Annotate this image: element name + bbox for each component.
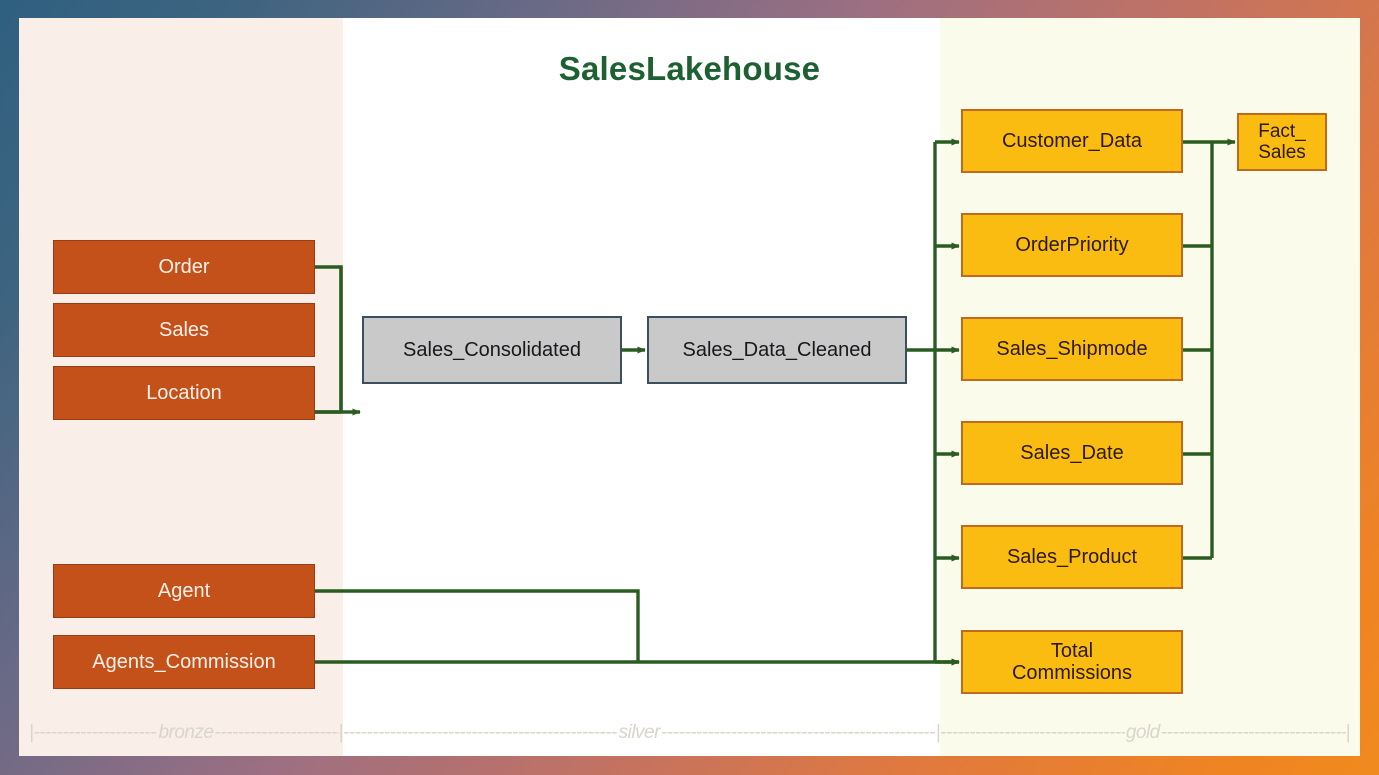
ruler-pipe-right: | (935, 722, 940, 743)
diagram-title: SalesLakehouse (558, 50, 821, 87)
node-sales[interactable]: Sales (53, 303, 315, 357)
zone-ruler-bronze: | --------------------------------------… (29, 720, 343, 746)
ruler-dash-left: ----------------------------------------… (343, 722, 618, 743)
edge-order-to-consolidated (315, 265, 343, 412)
edge-agent-to-commissions (315, 589, 640, 662)
node-agent[interactable]: Agent (53, 564, 315, 618)
node-orderpriority[interactable]: OrderPriority (961, 213, 1183, 277)
node-sales-consolidated-label: Sales_Consolidated (403, 338, 581, 361)
node-agents-commission[interactable]: Agents_Commission (53, 635, 315, 689)
node-fact-sales-label-line1: Fact_ (1258, 120, 1306, 142)
ruler-label-silver: silver (618, 722, 661, 743)
node-sales-product-label: Sales_Product (1006, 545, 1138, 568)
node-sales-consolidated[interactable]: Sales_Consolidated (362, 316, 622, 384)
node-order[interactable]: Order (53, 240, 315, 294)
node-order-label: Order (158, 255, 210, 278)
node-total-commissions[interactable]: Total Commissions (961, 630, 1183, 694)
node-fact-sales[interactable]: Fact_ Sales (1237, 113, 1327, 171)
ruler-pipe-right: | (1345, 722, 1350, 743)
ruler-dash-right: ----------------------------------------… (660, 722, 936, 743)
ruler-pipe-right: | (338, 722, 343, 743)
node-sales-date-label: Sales_Date (1020, 441, 1124, 464)
node-location[interactable]: Location (53, 366, 315, 420)
ruler-dash-right: ----------------------------------------… (1160, 722, 1346, 743)
node-customer-data-label: Customer_Data (1001, 129, 1143, 152)
zone-silver (343, 18, 940, 756)
ruler-label-gold: gold (1125, 722, 1160, 743)
node-total-commissions-label-line1: Total (1050, 639, 1094, 662)
node-customer-data[interactable]: Customer_Data (961, 109, 1183, 173)
node-total-commissions-label-line2: Commissions (1011, 662, 1133, 684)
node-agent-label: Agent (157, 579, 211, 602)
diagram-canvas: SalesLakehouse (19, 18, 1360, 756)
ruler-dash-left: ----------------------------------------… (33, 722, 157, 743)
ruler-dash-right: ----------------------------------------… (214, 722, 339, 743)
node-fact-sales-label-line2: Sales (1258, 142, 1306, 163)
ruler-pipe-left: | (29, 722, 34, 743)
connector-layer (315, 138, 1236, 666)
node-sales-data-cleaned[interactable]: Sales_Data_Cleaned (647, 316, 907, 384)
node-location-label: Location (146, 381, 222, 404)
node-orderpriority-label: OrderPriority (1015, 233, 1129, 256)
ruler-dash-left: ----------------------------------------… (940, 722, 1125, 743)
node-sales-data-cleaned-label: Sales_Data_Cleaned (682, 338, 872, 361)
node-sales-shipmode[interactable]: Sales_Shipmode (961, 317, 1183, 381)
node-agents-commission-label: Agents_Commission (92, 650, 276, 673)
ruler-label-bronze: bronze (158, 722, 214, 743)
node-sales-label: Sales (158, 318, 210, 341)
node-sales-date[interactable]: Sales_Date (961, 421, 1183, 485)
node-sales-shipmode-label: Sales_Shipmode (996, 337, 1148, 360)
zone-ruler-gold: ----------------------------------------… (940, 720, 1350, 746)
node-sales-product[interactable]: Sales_Product (961, 525, 1183, 589)
zone-ruler-silver: ----------------------------------------… (343, 720, 940, 746)
